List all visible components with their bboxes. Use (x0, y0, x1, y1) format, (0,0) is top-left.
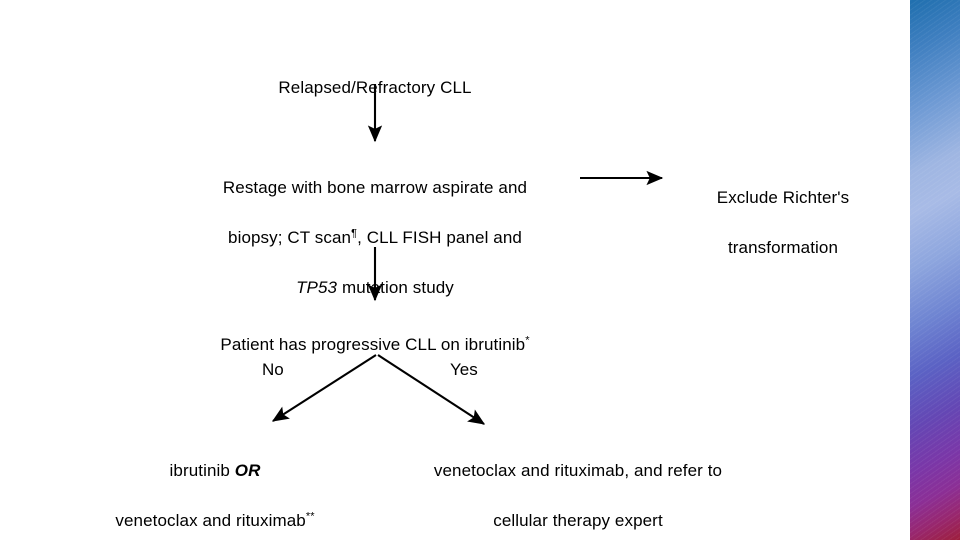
node-exclude-richter-transformation: Exclude Richter's transformation (668, 160, 898, 285)
restage-line-2: biopsy; CT scan¶, CLL FISH panel and (150, 225, 600, 250)
gene-name-tp53: TP53 (296, 278, 338, 297)
outcome-no-line-2: venetoclax and rituximab** (70, 508, 360, 533)
outcome-yes-line-1: venetoclax and rituximab, and refer to (433, 461, 723, 480)
restage-line-1: Restage with bone marrow aspirate and (222, 178, 528, 197)
asterisk-superscript-icon: * (525, 334, 530, 347)
double-asterisk-superscript-icon: ** (305, 510, 315, 523)
gradient-bar-sheen (910, 0, 960, 540)
outcome-no-line-1: ibrutinib OR (70, 458, 360, 483)
node-relapsed-refractory-cll: Relapsed/Refractory CLL (180, 50, 570, 125)
node-title-text: Relapsed/Refractory CLL (278, 78, 472, 97)
node-outcome-yes-branch: venetoclax and rituximab, and refer to c… (378, 433, 778, 540)
richter-line-2: transformation (727, 238, 839, 257)
restage-line-2-post: , CLL FISH panel and (357, 228, 522, 247)
outcome-no-line-1-pre: ibrutinib (169, 461, 235, 480)
branch-label-yes: Yes (450, 360, 478, 379)
outcome-yes-line-2: cellular therapy expert (493, 511, 663, 530)
node-outcome-no-branch: ibrutinib OR venetoclax and rituximab** (70, 433, 360, 540)
question-text: Patient has progressive CLL on ibrutinib (220, 335, 526, 354)
branch-label-no: No (262, 360, 284, 379)
restage-line-3: TP53 mutation study (150, 275, 600, 300)
outcome-no-line-2-pre: venetoclax and rituximab (115, 511, 306, 530)
restage-line-2-pre: biopsy; CT scan (228, 228, 352, 247)
outcome-no-or-emphasis: OR (234, 461, 261, 480)
decorative-gradient-bar (910, 0, 960, 540)
question-line: Patient has progressive CLL on ibrutinib… (160, 332, 590, 357)
pilcrow-superscript-icon: ¶ (351, 227, 358, 240)
richter-line-1: Exclude Richter's (716, 188, 850, 207)
node-restage-workup: Restage with bone marrow aspirate and bi… (150, 150, 600, 325)
node-progressive-cll-question: Patient has progressive CLL on ibrutinib… (160, 307, 590, 382)
restage-line-3-post: mutation study (337, 278, 454, 297)
